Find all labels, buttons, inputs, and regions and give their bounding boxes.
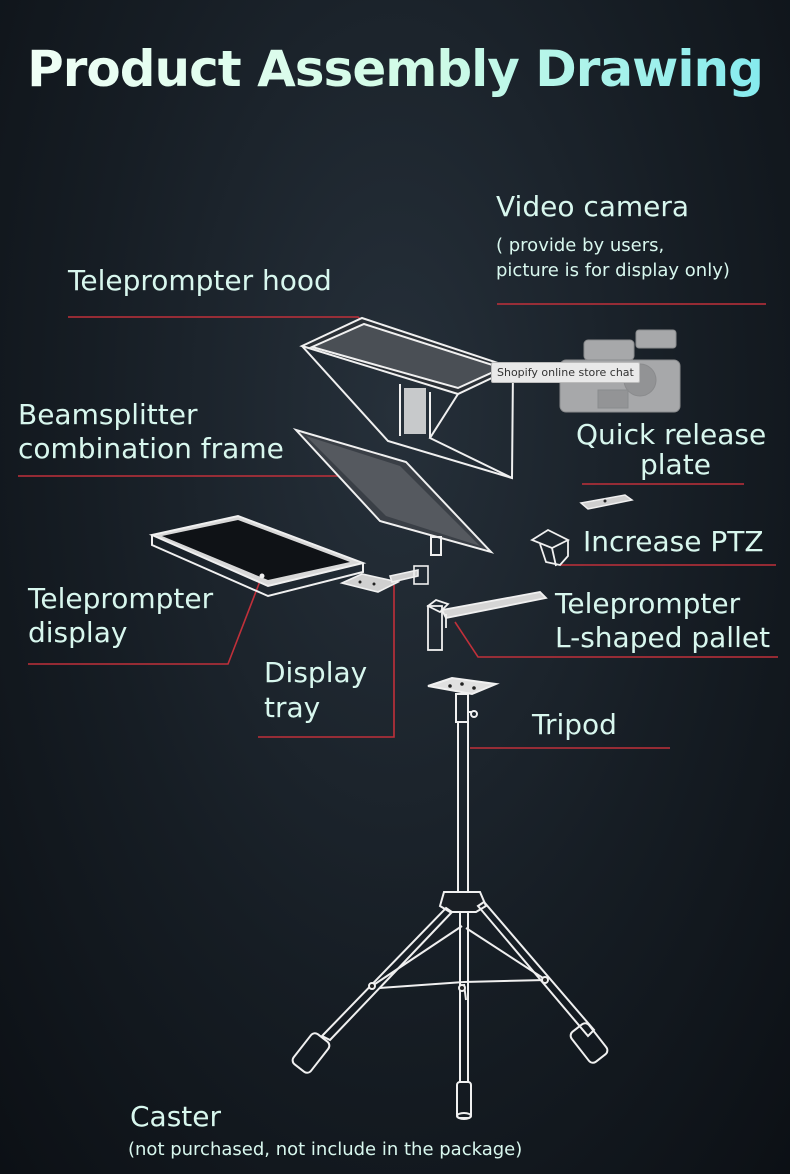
page-title: Product Assembly Drawing — [0, 40, 790, 98]
label-beamsplitter-2: combination frame — [18, 432, 284, 465]
label-video-camera-note-2: picture is for display only) — [496, 260, 730, 281]
label-caster-note: (not purchased, not include in the packa… — [128, 1139, 523, 1160]
label-video-camera-note-1: ( provide by users, — [496, 235, 665, 256]
label-tripod: Tripod — [532, 708, 617, 741]
label-pallet-1: Teleprompter — [555, 587, 741, 620]
label-quick-release-2: plate — [640, 448, 711, 481]
leader-display-tray — [258, 585, 395, 738]
leader-pallet — [454, 621, 778, 658]
label-pallet-2: L-shaped pallet — [555, 621, 771, 654]
leader-lines — [18, 303, 778, 749]
leader-hood — [68, 316, 379, 334]
l-shaped-pallet-art — [426, 591, 548, 651]
label-display-tray-2: tray — [264, 691, 321, 724]
teleprompter-display-art — [148, 514, 367, 598]
label-video-camera: Video camera — [496, 190, 690, 223]
label-teleprompter-hood: Teleprompter hood — [68, 264, 332, 297]
label-teleprompter-display-1: Teleprompter — [28, 582, 214, 615]
label-caster: Caster — [130, 1100, 222, 1133]
quick-release-plate-art — [579, 494, 634, 510]
label-beamsplitter-1: Beamsplitter — [18, 398, 198, 431]
label-quick-release-1: Quick release — [576, 418, 767, 451]
beamsplitter-frame-art — [292, 428, 495, 556]
leader-display — [28, 575, 263, 665]
store-chat-tooltip[interactable]: Shopify online store chat — [491, 362, 640, 383]
tripod-art — [291, 676, 609, 1120]
label-increase-ptz: Increase PTZ — [583, 525, 764, 558]
display-tray-art — [339, 565, 429, 593]
label-teleprompter-display-2: display — [28, 616, 128, 649]
label-display-tray-1: Display — [264, 656, 368, 689]
ptz-art — [530, 528, 571, 567]
